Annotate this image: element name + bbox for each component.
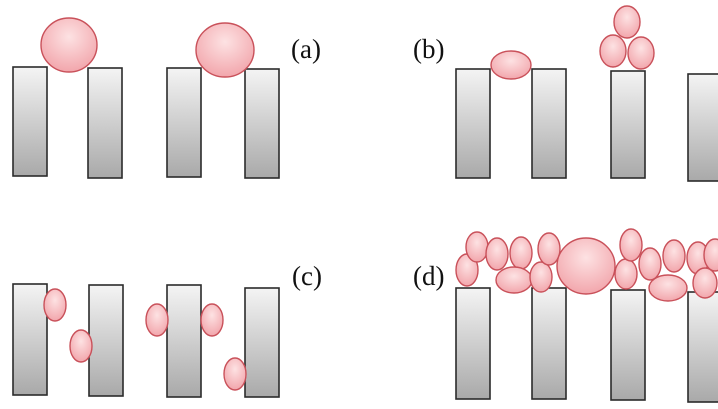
droplet (638, 247, 662, 281)
panel-label-a: (a) (291, 34, 321, 64)
droplet (537, 232, 561, 266)
pillar (531, 68, 567, 179)
panel-d: (d) (413, 228, 718, 403)
droplet (490, 50, 532, 80)
droplet (614, 258, 638, 290)
droplet (145, 303, 169, 337)
pillar (687, 291, 718, 403)
droplet (599, 34, 627, 68)
droplet (662, 239, 686, 273)
droplet (69, 329, 93, 363)
droplet (509, 236, 533, 270)
pillar (166, 284, 202, 398)
droplet (43, 288, 67, 322)
panel-a: (a) (12, 17, 321, 179)
droplet (223, 357, 247, 391)
droplet (619, 228, 643, 262)
droplet (200, 303, 224, 337)
pillar (455, 68, 491, 179)
panel-label-c: (c) (292, 261, 322, 291)
pillar (687, 73, 718, 182)
pillar (455, 287, 491, 400)
droplet (465, 231, 489, 263)
pillar (166, 67, 202, 178)
droplet (485, 237, 509, 271)
droplet (627, 36, 655, 70)
droplet (195, 22, 255, 78)
droplet (648, 274, 688, 302)
pillar (531, 287, 567, 400)
panel-c: (c) (12, 261, 322, 398)
pillar (87, 67, 123, 179)
pillar (610, 70, 646, 179)
pillar (12, 283, 48, 396)
pillar (244, 68, 280, 179)
pillar (244, 287, 280, 398)
droplet (529, 261, 553, 293)
pillar (88, 284, 124, 397)
droplet (40, 17, 98, 73)
droplet (692, 267, 718, 299)
panel-b: (b) (413, 5, 718, 182)
panel-label-b: (b) (413, 34, 444, 64)
droplet (556, 237, 616, 295)
droplet (613, 5, 641, 39)
pillar (12, 66, 48, 177)
droplet (703, 238, 718, 272)
droplet (495, 266, 533, 294)
panel-label-d: (d) (413, 261, 444, 291)
pillar (610, 289, 646, 401)
